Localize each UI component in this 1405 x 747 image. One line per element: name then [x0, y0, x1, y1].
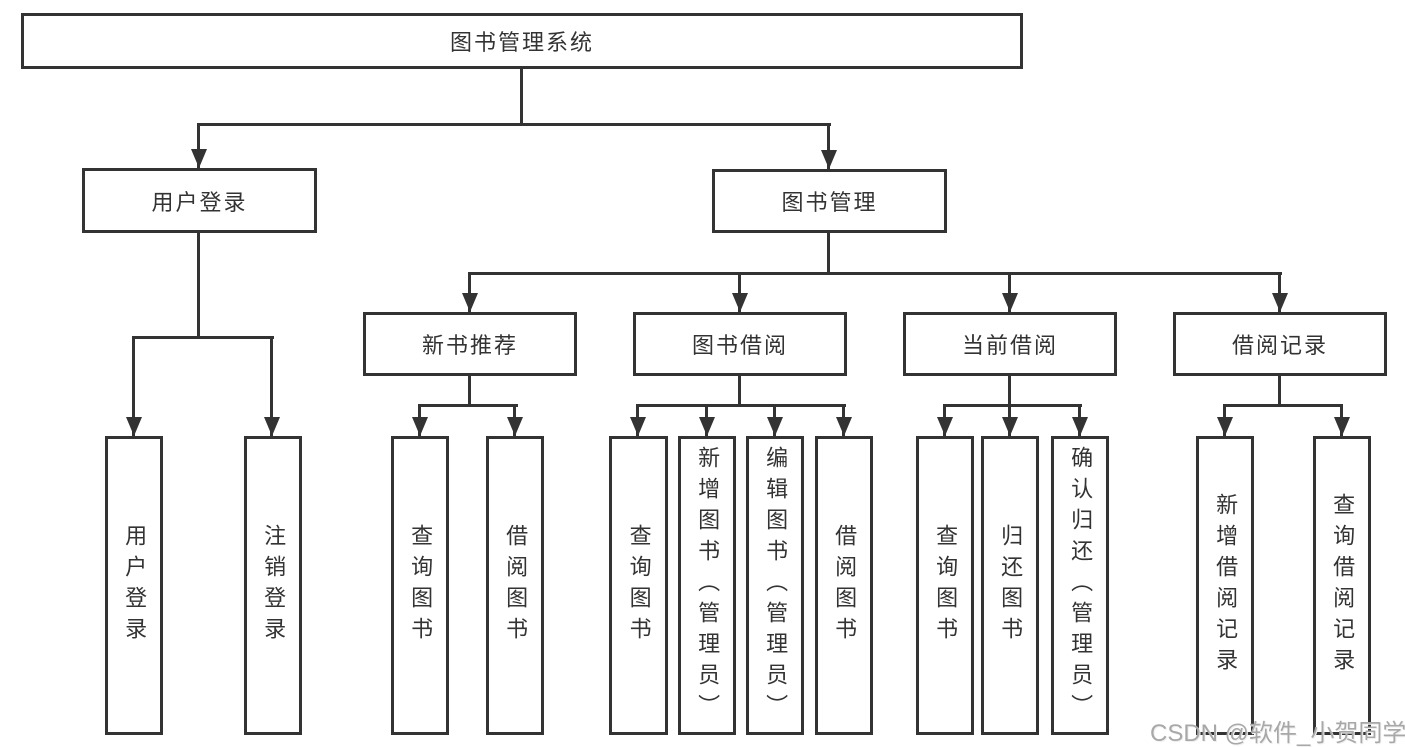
- connector-book-borrow-branch: [636, 404, 846, 407]
- leaf-add-book-admin: 新增图书（管理员）: [678, 436, 736, 735]
- node-borrow-record: 借阅记录: [1173, 312, 1387, 376]
- arrow-down-leaf: [1072, 404, 1088, 436]
- connector-current-borrow-branch: [943, 404, 1082, 407]
- node-current-borrow: 当前借阅: [903, 312, 1117, 376]
- leaf-label: 借阅图书: [832, 523, 858, 648]
- arrow-down-leaf: [699, 404, 715, 436]
- connector-book-borrow-stem: [738, 376, 741, 407]
- node-user-login-label: 用户登录: [151, 189, 248, 215]
- leaf-label: 查询图书: [933, 523, 959, 648]
- connector-root-stem: [520, 69, 523, 126]
- connector-current-borrow-stem: [1008, 376, 1011, 407]
- connector-user-login-stem: [197, 233, 200, 339]
- arrow-down-leaf: [836, 404, 852, 436]
- arrow-down-to-current-borrow: [1002, 272, 1018, 312]
- leaf-label: 新增图书（管理员）: [695, 446, 721, 725]
- arrow-down-to-book-borrow: [732, 272, 748, 312]
- node-root: 图书管理系统: [21, 13, 1023, 69]
- node-new-book-recommend: 新书推荐: [363, 312, 577, 376]
- leaf-return-book: 归还图书: [981, 436, 1039, 735]
- arrow-down-leaf: [937, 404, 953, 436]
- node-current-borrow-label: 当前借阅: [961, 333, 1058, 358]
- connector-book-management-branch: [468, 272, 1282, 275]
- node-book-borrow: 图书借阅: [633, 312, 847, 376]
- arrow-down-to-user-login: [191, 123, 207, 168]
- leaf-label: 归还图书: [998, 523, 1024, 648]
- leaf-borrow-book: 借阅图书: [815, 436, 873, 735]
- arrow-down-leaf: [412, 404, 428, 436]
- leaf-label: 注销登录: [261, 523, 287, 648]
- node-new-book-recommend-label: 新书推荐: [421, 333, 518, 358]
- leaf-confirm-return-admin: 确认归还（管理员）: [1051, 436, 1109, 735]
- arrow-down-to-leaf-logout: [264, 336, 280, 436]
- leaf-label: 查询借阅记录: [1330, 492, 1356, 679]
- connector-user-login-branch: [132, 336, 274, 339]
- leaf-label: 查询图书: [408, 523, 434, 648]
- leaf-label: 新增借阅记录: [1213, 492, 1239, 679]
- connector-new-book-recommend-stem: [468, 376, 471, 407]
- leaf-query-borrow-record: 查询借阅记录: [1313, 436, 1371, 735]
- leaf-borrow-query-book: 查询图书: [609, 436, 668, 735]
- connector-book-management-stem: [827, 233, 830, 275]
- node-borrow-record-label: 借阅记录: [1231, 333, 1328, 358]
- arrow-down-to-leaf-user-login: [126, 336, 142, 436]
- leaf-edit-book-admin: 编辑图书（管理员）: [746, 436, 804, 735]
- csdn-watermark: CSDN @软件_小贺同学: [1150, 720, 1405, 747]
- leaf-add-borrow-record: 新增借阅记录: [1196, 436, 1254, 735]
- arrow-down-leaf: [630, 404, 646, 436]
- arrow-down-leaf: [1002, 404, 1018, 436]
- node-book-management-label: 图书管理: [781, 190, 878, 215]
- arrow-down-to-borrow-record: [1272, 272, 1288, 312]
- connector-borrow-record-branch: [1223, 404, 1343, 407]
- arrow-down-leaf: [1217, 404, 1233, 436]
- arrow-down-to-new-book-recommend: [462, 272, 478, 312]
- arrow-down-leaf: [507, 404, 523, 436]
- leaf-label: 借阅图书: [503, 523, 529, 648]
- leaf-label: 查询图书: [626, 523, 652, 648]
- leaf-recommend-borrow-book: 借阅图书: [486, 436, 544, 735]
- arrow-down-leaf: [1334, 404, 1350, 436]
- leaf-current-query-book: 查询图书: [916, 436, 974, 735]
- leaf-label: 编辑图书（管理员）: [763, 446, 789, 725]
- arrow-down-to-book-management: [821, 123, 837, 169]
- node-book-management: 图书管理: [712, 169, 947, 233]
- leaf-label: 用户登录: [122, 523, 148, 648]
- leaf-logout: 注销登录: [244, 436, 302, 735]
- node-root-label: 图书管理系统: [449, 30, 594, 55]
- arrow-down-leaf: [767, 404, 783, 436]
- node-book-borrow-label: 图书借阅: [691, 333, 788, 358]
- connector-root-branch: [197, 123, 831, 126]
- connector-borrow-record-stem: [1278, 376, 1281, 407]
- connector-new-book-recommend-branch: [418, 404, 518, 407]
- node-user-login: 用户登录: [82, 168, 317, 233]
- leaf-user-login: 用户登录: [105, 436, 163, 735]
- leaf-recommend-query-book: 查询图书: [391, 436, 449, 735]
- leaf-label: 确认归还（管理员）: [1068, 446, 1094, 725]
